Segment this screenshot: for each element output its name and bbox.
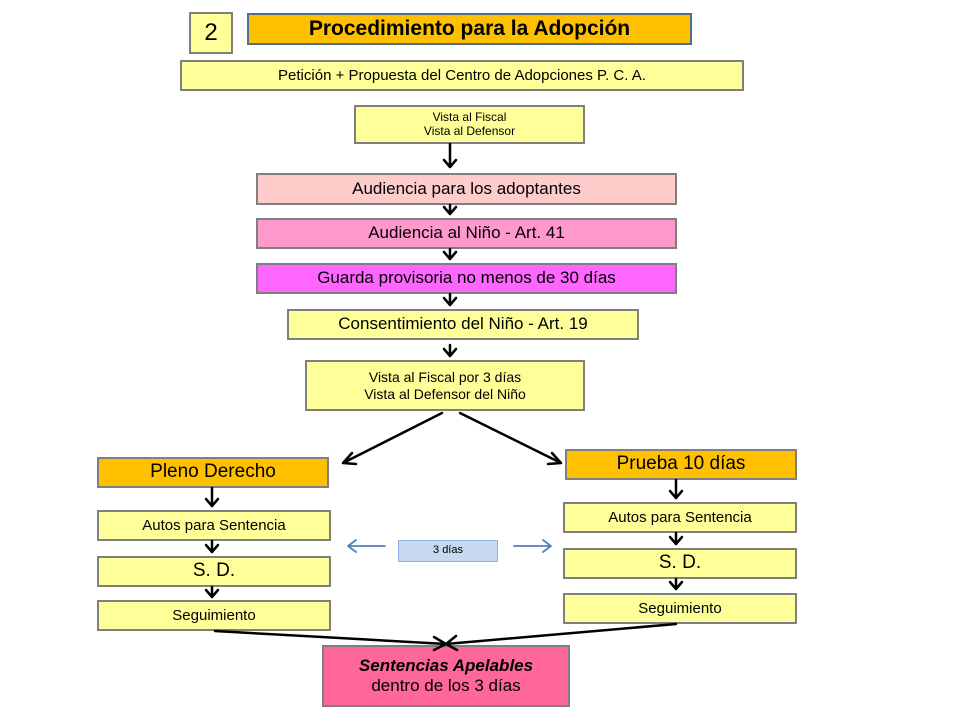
audiencia-nino-text: Audiencia al Niño - Art. 41 <box>368 223 565 243</box>
diagram-title-text: Procedimiento para la Adopción <box>308 17 631 41</box>
sentencias-apelables-subtitle: dentro de los 3 días <box>371 676 521 695</box>
tres-dias-note: 3 días <box>398 540 498 562</box>
right-seguimiento-box: Seguimiento <box>563 593 797 624</box>
vista-fiscal-text: Vista al Fiscal <box>432 109 507 124</box>
step-number: 2 <box>204 18 218 46</box>
arrow-to-prueba <box>458 411 563 466</box>
diagram-title: Procedimiento para la Adopción <box>247 13 692 45</box>
peticion-box: Petición + Propuesta del Centro de Adopc… <box>180 60 744 91</box>
consentimiento-box: Consentimiento del Niño - Art. 19 <box>287 309 639 340</box>
arrow-right-prueba-to-autos <box>668 478 684 500</box>
guarda-provisoria-text: Guarda provisoria no menos de 30 días <box>317 268 616 288</box>
tres-dias-text: 3 días <box>433 544 463 557</box>
pleno-derecho-text: Pleno Derecho <box>150 461 276 483</box>
right-sd-text: S. D. <box>658 552 702 574</box>
arrow-left-sd-to-seguimiento <box>204 585 220 599</box>
audiencia-adoptantes-box: Audiencia para los adoptantes <box>256 173 677 205</box>
arrow-guarda-to-consentimiento <box>442 292 458 307</box>
arrow-consentimiento-to-vista <box>442 343 458 358</box>
blue-arrow-right <box>513 539 552 553</box>
right-seguimiento-text: Seguimiento <box>638 599 722 617</box>
arrow-vista-to-audiencia <box>442 142 458 169</box>
left-autos-sentencia-box: Autos para Sentencia <box>97 510 331 541</box>
left-sd-box: S. D. <box>97 556 331 587</box>
audiencia-nino-box: Audiencia al Niño - Art. 41 <box>256 218 677 249</box>
arrow-audiencia-to-nino <box>442 203 458 216</box>
guarda-provisoria-box: Guarda provisoria no menos de 30 días <box>256 263 677 294</box>
left-autos-sentencia-text: Autos para Sentencia <box>142 516 286 534</box>
right-autos-sentencia-box: Autos para Sentencia <box>563 502 797 533</box>
arrow-to-pleno-derecho <box>341 411 444 466</box>
vista-fiscal-3-dias-text: Vista al Fiscal por 3 días <box>368 368 522 385</box>
right-sd-box: S. D. <box>563 548 797 579</box>
left-sd-text: S. D. <box>192 560 236 582</box>
peticion-text: Petición + Propuesta del Centro de Adopc… <box>278 66 646 84</box>
tres-dias-arrows <box>347 539 552 553</box>
arrow-left-pleno-to-autos <box>204 486 220 508</box>
arrow-nino-to-guarda <box>442 247 458 261</box>
vista-fiscal-3-dias-box: Vista al Fiscal por 3 días Vista al Defe… <box>305 360 585 411</box>
vista-defensor-text: Vista al Defensor <box>423 123 516 138</box>
sentencias-apelables-box: Sentencias Apelables dentro de los 3 día… <box>322 645 570 707</box>
left-seguimiento-text: Seguimiento <box>172 606 256 624</box>
flow-connectors <box>204 142 684 652</box>
vista-defensor-nino-text: Vista al Defensor del Niño <box>364 385 526 402</box>
arrow-right-sd-to-seguimiento <box>668 577 684 591</box>
vista-fiscal-defensor-box: Vista al Fiscal Vista al Defensor <box>354 105 585 144</box>
left-seguimiento-box: Seguimiento <box>97 600 331 631</box>
pleno-derecho-box: Pleno Derecho <box>97 457 329 488</box>
arrow-left-to-final <box>213 629 448 652</box>
sentencias-apelables-title: Sentencias Apelables <box>358 655 534 675</box>
right-autos-sentencia-text: Autos para Sentencia <box>608 508 752 526</box>
audiencia-adoptantes-text: Audiencia para los adoptantes <box>352 178 581 198</box>
consentimiento-text: Consentimiento del Niño - Art. 19 <box>338 314 588 334</box>
prueba-10-dias-box: Prueba 10 días <box>565 449 797 480</box>
blue-arrow-left <box>347 539 386 553</box>
prueba-10-dias-text: Prueba 10 días <box>616 453 746 475</box>
arrow-left-autos-to-sd <box>204 539 220 554</box>
arrow-right-autos-to-sd <box>668 531 684 546</box>
arrow-right-to-final <box>444 622 678 652</box>
step-number-badge: 2 <box>189 12 233 54</box>
